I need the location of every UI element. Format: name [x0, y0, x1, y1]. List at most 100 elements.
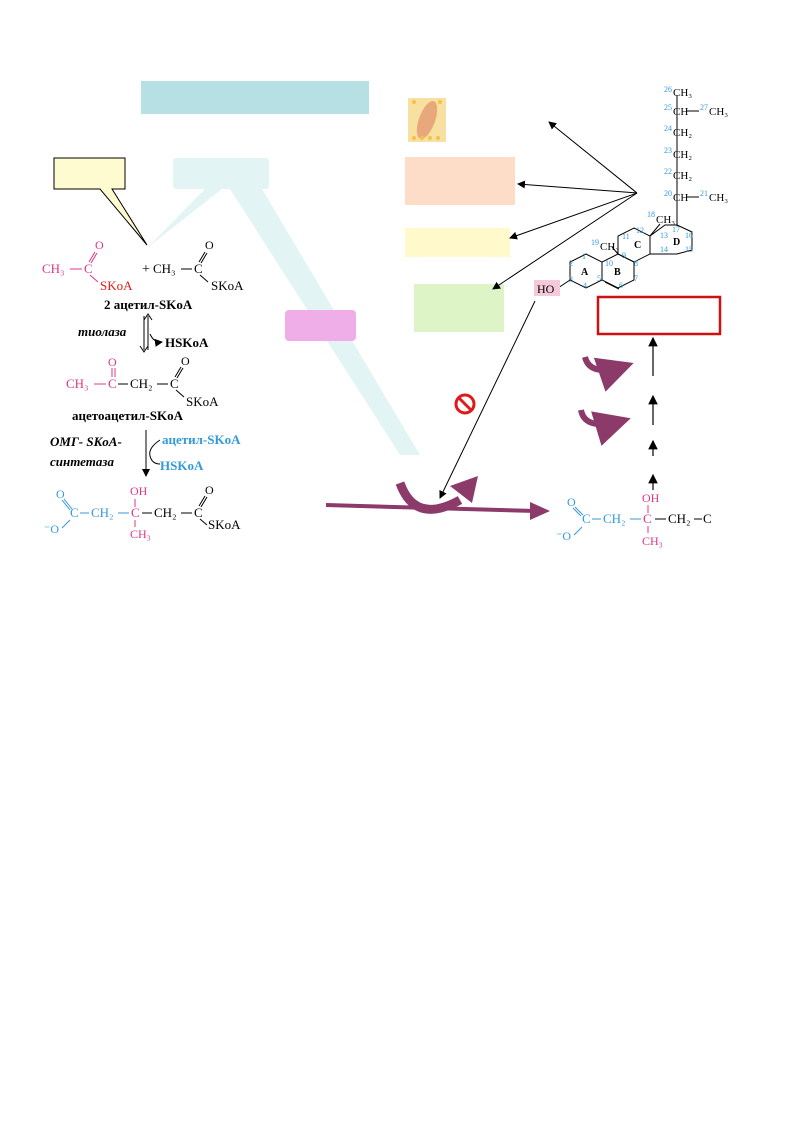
- r2-c1: C: [108, 376, 117, 391]
- r2-skoa: SKoA: [186, 394, 219, 409]
- rm-c1: C: [582, 511, 591, 526]
- r1-product-label: 2 ацетил-SKoA: [104, 297, 193, 312]
- chain-num-23: 23: [664, 146, 672, 155]
- rm-c-center: C: [643, 511, 652, 526]
- rm-ch3: CH₃: [642, 534, 663, 548]
- chain-25: CH: [673, 106, 688, 118]
- rm-tail: C: [703, 511, 712, 526]
- hormones-box: [405, 228, 510, 257]
- r3-ch2b: CH₂: [154, 505, 177, 520]
- me18-num: 18: [647, 210, 655, 219]
- r3-oh: OH: [130, 484, 148, 498]
- enzyme1-label: тиолаза: [78, 324, 127, 339]
- main-purple-arrowhead: [530, 502, 550, 520]
- ring-num-6: 6: [619, 281, 623, 290]
- ring-d-label: D: [673, 237, 680, 248]
- ring-num-10: 10: [605, 259, 613, 268]
- chain-23: CH₂: [673, 149, 692, 161]
- byproduct2-label: HSKoA: [160, 458, 204, 473]
- rm-o-top: O: [567, 495, 576, 509]
- r3-skoa: SKoA: [208, 517, 241, 532]
- r3-ch2a: CH₂: [91, 505, 114, 520]
- me19-num: 19: [591, 238, 599, 247]
- chain-22: CH₂: [673, 170, 692, 182]
- beam-left: [148, 189, 222, 247]
- rm-oh: OH: [642, 491, 660, 505]
- ring-num-4: 4: [583, 281, 587, 290]
- ring-num-15: 15: [685, 245, 693, 254]
- reaction-scheme: CH₃ C O SKoA + CH₃ C O SKoA 2 ацетил-SKo…: [42, 238, 244, 541]
- fan-arrows: [439, 121, 638, 499]
- ring-num-1: 1: [582, 252, 586, 261]
- r3-o2: O: [205, 483, 214, 497]
- r2-ch2: CH₂: [130, 376, 153, 391]
- r2-o1: O: [108, 355, 117, 369]
- enzyme2-label-line1: ОМГ- SKoA-: [50, 434, 122, 449]
- ho-label: HO: [537, 282, 555, 296]
- r3-o-minus: ⁻O: [44, 522, 59, 536]
- ring-c-label: C: [634, 240, 641, 251]
- ring-num-16: 16: [685, 231, 693, 240]
- r1-left-ch3: CH₃: [42, 261, 65, 276]
- r1-right-skoa: SKoA: [211, 278, 244, 293]
- chain-26: CH₃: [673, 87, 692, 99]
- chain-num-24: 24: [664, 124, 672, 133]
- chain-20: CH: [673, 192, 688, 204]
- chain-27: CH₃: [709, 106, 728, 118]
- r1-right-ch3: CH₃: [153, 261, 176, 276]
- r1-right-o: O: [205, 238, 214, 252]
- enzyme-label-box: [285, 310, 356, 341]
- chain-24: CH₂: [673, 127, 692, 139]
- r1-left-c: C: [84, 261, 93, 276]
- chain-num-21: 21: [700, 189, 708, 198]
- r2-c2: C: [170, 376, 179, 391]
- ring-num-7: 7: [634, 274, 638, 283]
- r3-c1: C: [70, 505, 79, 520]
- inhibition-icon: [454, 393, 476, 415]
- rm-o-minus: ⁻O: [556, 529, 571, 543]
- membrane-icon: [408, 98, 446, 142]
- ring-num-11: 11: [622, 232, 630, 241]
- ring-num-12: 12: [636, 226, 644, 235]
- ho-highlight: [534, 280, 560, 296]
- side-input-arrow-1: [582, 355, 634, 392]
- r2-o2: O: [181, 354, 190, 368]
- title-box: [141, 81, 369, 114]
- byproduct1-label: HSKoA: [165, 335, 209, 350]
- ring-a-label: A: [581, 267, 589, 278]
- r1-right-c: C: [194, 261, 203, 276]
- beam-header: [173, 158, 269, 189]
- chain-21: CH₃: [709, 192, 728, 204]
- r1-left-skoa: SKoA: [100, 278, 133, 293]
- r2-ch3: CH₃: [66, 376, 89, 391]
- r3-o-top: O: [56, 487, 65, 501]
- r3-c-center: C: [131, 505, 140, 520]
- rm-ch2a: CH₂: [603, 511, 626, 526]
- chain-num-25: 25: [664, 103, 672, 112]
- callout-bubble: [53, 157, 148, 246]
- cholesterol-labels: HO A B C D 19 CH₃ 18 CH₃ 1 2 3 4 5 6 7 8…: [534, 85, 728, 296]
- ring-num-8: 8: [634, 259, 638, 268]
- ring-num-9: 9: [622, 251, 626, 260]
- r3-ch3: CH₃: [130, 527, 151, 541]
- feedback-curve-arrow: [395, 481, 463, 514]
- bile-acids-box: [405, 157, 515, 205]
- r1-left-o: O: [95, 238, 104, 252]
- feedback-arrowhead: [450, 476, 478, 503]
- side-input-arrow-2: [578, 409, 631, 446]
- ring-num-17: 17: [672, 225, 680, 234]
- ring-num-13: 13: [660, 231, 668, 240]
- chain-num-20: 20: [664, 189, 672, 198]
- r1-plus: +: [142, 262, 150, 277]
- chain-num-27: 27: [700, 103, 708, 112]
- red-frame-box: [596, 295, 722, 336]
- right-hmg-molecule: O C ⁻O CH₂ OH C CH₃ CH₂ C: [556, 491, 712, 548]
- me18-label: CH₃: [656, 214, 675, 226]
- me19-label: CH₃: [600, 241, 619, 253]
- ring-num-3: 3: [569, 275, 573, 284]
- r3-c2: C: [194, 505, 203, 520]
- ring-num-5: 5: [597, 274, 601, 283]
- chain-num-26: 26: [664, 85, 672, 94]
- vitamin-box: [414, 284, 504, 332]
